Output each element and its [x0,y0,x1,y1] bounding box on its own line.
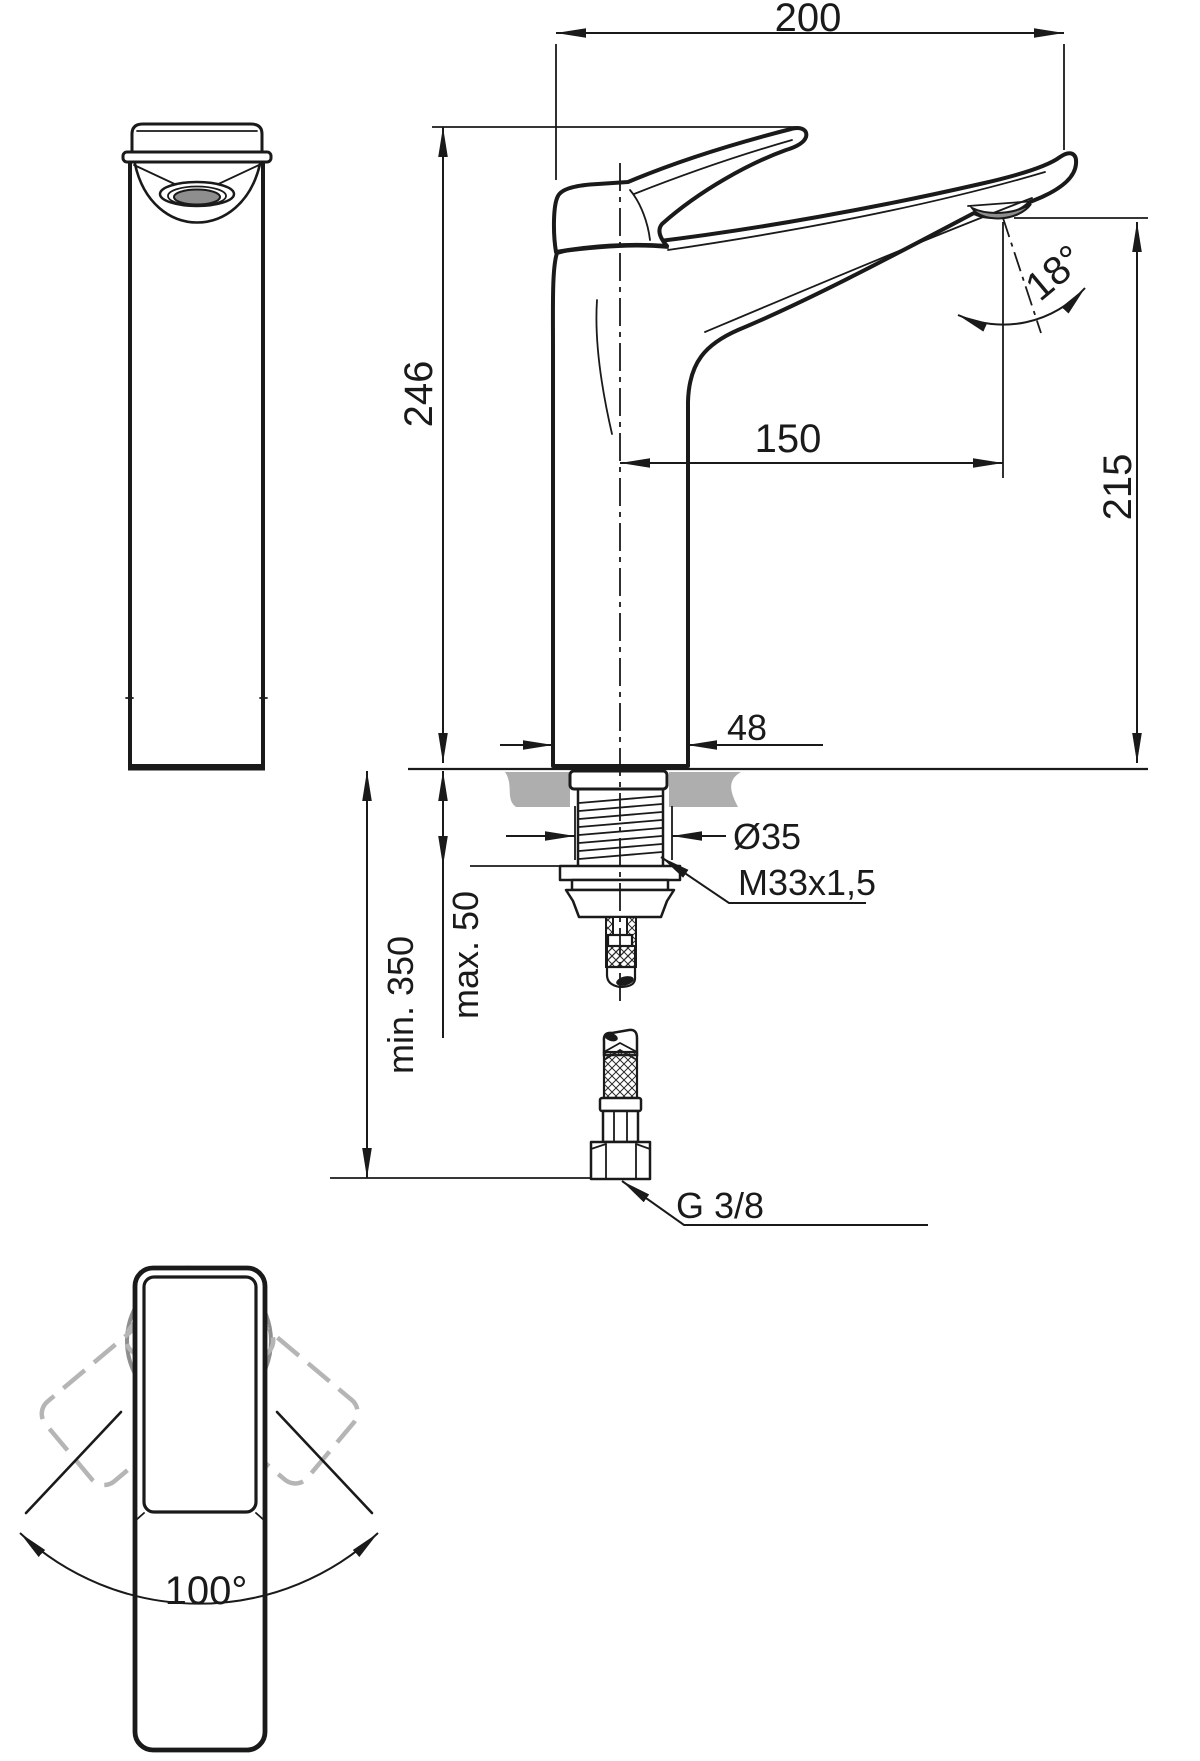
dim-m33-label: M33x1,5 [738,862,876,903]
dim-body-height-246: 246 [397,126,798,763]
leader-line [660,856,866,904]
deck-section-right [669,772,741,807]
lever-edge-line [633,139,793,195]
dim-100deg-label: 100° [165,1569,248,1613]
base-flange [568,769,669,791]
dim-spout-angle-18: 18° [957,217,1092,334]
aerator-side [969,203,1032,220]
hose-fitting-collar [601,1109,640,1144]
spout-top-contour [667,171,1046,251]
front-view [121,122,273,771]
swivel-leg-left [24,1410,123,1515]
plan-handle [142,1275,258,1514]
front-handle-cap [130,122,264,154]
front-spout-facet-left [133,164,182,188]
dim-base-width-48: 48 [500,707,823,750]
knob-facet-line [629,189,651,241]
side-view-faucet [550,126,1079,1005]
knob-body-seam [555,245,669,254]
dim-min350-label: min. 350 [380,936,421,1074]
dim-dia35-label: Ø35 [733,816,801,857]
swivel-leg-right [275,1410,374,1515]
deck-section-left [505,772,570,807]
front-cap-lip [121,150,273,164]
dim-200-label: 200 [775,0,842,40]
aerator-face [173,188,221,206]
dim-outlet-height-215: 215 [1014,217,1148,763]
front-spout-dome [133,162,262,224]
hose-braid [602,1050,639,1100]
dim-hole-diameter-35: Ø35 [506,806,801,860]
hose-hex-nut [589,1140,652,1181]
leader-line [621,1180,928,1226]
dim-hose-min-350: min. 350 [330,771,592,1179]
flex-hose [589,1028,652,1181]
dim-246-label: 246 [397,361,441,428]
plan-handle-seam-ticks [134,1512,266,1522]
dim-215-label: 215 [1096,454,1140,521]
front-body [128,158,265,768]
angle-arc [957,287,1086,332]
dim-overall-width-200: 200 [555,0,1065,180]
tailpiece-hatch [606,945,636,968]
swivel-arc [19,1532,379,1605]
hose-end-cap [604,1032,618,1042]
dim-150-label: 150 [755,417,822,461]
dim-connection-g38: G 3/8 [621,1180,928,1226]
dim-deck-max-50: max. 50 [438,771,562,1038]
dim-spout-reach-150: 150 [620,222,1004,478]
nut-chamfers [590,1143,651,1150]
neck-contour [595,299,613,435]
dim-max50-label: max. 50 [445,891,486,1019]
hose-fitting-shoulder [598,1096,643,1113]
plan-view: 100° [19,1265,379,1753]
aerator-seam-line [967,200,1036,207]
dim-48-label: 48 [727,707,767,748]
dim-g38-label: G 3/8 [676,1185,764,1226]
dim-thread-m33: M33x1,5 [660,856,876,904]
dim-18deg-label: 18° [1017,237,1092,310]
side-handle-lever [551,126,809,254]
